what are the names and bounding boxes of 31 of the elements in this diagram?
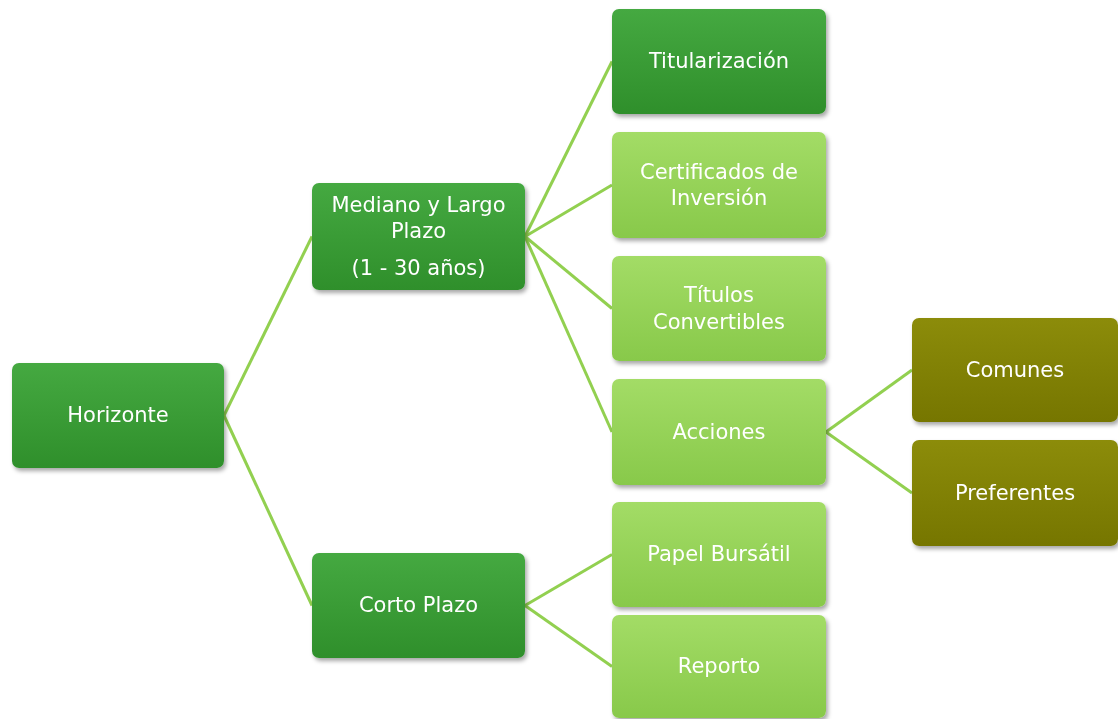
box-label: Reporto bbox=[677, 653, 761, 680]
box-label: Comunes bbox=[965, 356, 1065, 384]
connector-line bbox=[524, 235, 613, 310]
box-label: Títulos Convertibles bbox=[652, 282, 786, 335]
category-box bbox=[612, 379, 826, 485]
category-box bbox=[912, 440, 1118, 546]
category-box bbox=[12, 363, 224, 468]
category-box bbox=[612, 9, 826, 114]
category-box bbox=[312, 553, 525, 658]
category-box bbox=[612, 615, 826, 718]
connector-line bbox=[222, 414, 314, 607]
connector-line bbox=[524, 553, 613, 607]
category-box bbox=[612, 132, 826, 238]
connector-line bbox=[524, 183, 613, 238]
box-label: Mediano y Largo Plazo bbox=[330, 192, 507, 245]
category-box bbox=[612, 256, 826, 361]
connector-line bbox=[825, 368, 913, 434]
box-label: Papel Bursátil bbox=[647, 541, 791, 568]
connector-line bbox=[524, 604, 613, 668]
box-label: Corto Plazo bbox=[358, 592, 479, 619]
box-label: Certificados de Inversión bbox=[639, 158, 799, 212]
category-box bbox=[912, 318, 1118, 422]
box-label: (1 - 30 años) bbox=[351, 254, 486, 281]
category-box bbox=[612, 502, 826, 607]
box-label: Acciones bbox=[672, 418, 766, 446]
box-label: Titularización bbox=[648, 48, 790, 75]
box-label: Horizonte bbox=[67, 402, 169, 429]
connector-line bbox=[222, 235, 314, 417]
box-label: Preferentes bbox=[954, 479, 1076, 507]
connector-line bbox=[825, 430, 913, 495]
category-box bbox=[312, 183, 525, 290]
